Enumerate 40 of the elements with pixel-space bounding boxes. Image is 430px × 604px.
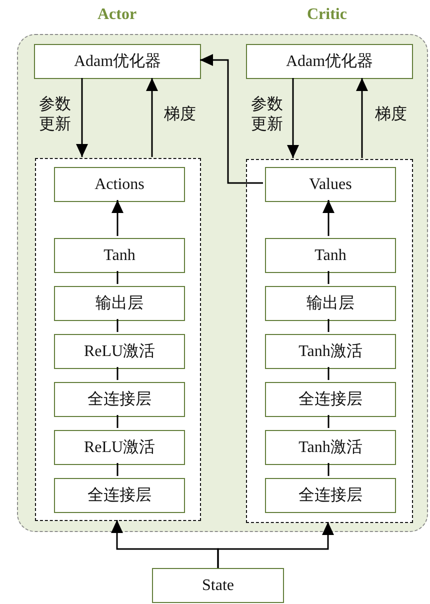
connector-line <box>116 271 118 284</box>
layer-box: ReLU激活 <box>54 334 185 369</box>
layer-box: 全连接层 <box>265 478 396 513</box>
arrow <box>200 54 263 184</box>
layer-box: 输出层 <box>54 286 185 321</box>
arrow <box>112 200 124 236</box>
layer-box: 全连接层 <box>54 382 185 417</box>
connector-line <box>328 271 330 284</box>
connector-line <box>328 463 330 476</box>
connector-line <box>328 415 330 428</box>
layer-box: Actions <box>54 167 185 202</box>
layer-box: Tanh <box>54 238 185 273</box>
layer-box: Tanh <box>265 238 396 273</box>
layer-box: 输出层 <box>265 286 396 321</box>
layer-box: State <box>152 568 284 603</box>
panel-background <box>17 34 428 532</box>
arrow <box>146 78 158 157</box>
connector-line <box>328 367 330 380</box>
connector-line <box>116 319 118 332</box>
connector-line <box>116 415 118 428</box>
arrow <box>76 78 88 157</box>
layer-box: 全连接层 <box>54 478 185 513</box>
arrow <box>217 522 334 568</box>
arrow <box>322 200 334 236</box>
group-box <box>35 158 201 521</box>
connector-line <box>116 463 118 476</box>
column-title: Critic <box>306 6 348 24</box>
layer-box: Values <box>265 167 396 202</box>
arrow <box>287 78 299 158</box>
connector-line <box>116 367 118 380</box>
layer-box: Tanh激活 <box>265 334 396 369</box>
layer-box: ReLU激活 <box>54 430 185 465</box>
layer-box: Tanh激活 <box>265 430 396 465</box>
column-title: Actor <box>96 6 138 24</box>
arrow <box>356 78 368 158</box>
layer-box: 全连接层 <box>265 382 396 417</box>
group-box <box>246 159 413 523</box>
connector-line <box>328 319 330 332</box>
layer-box: Adam优化器 <box>34 44 201 79</box>
layer-box: Adam优化器 <box>246 44 413 79</box>
